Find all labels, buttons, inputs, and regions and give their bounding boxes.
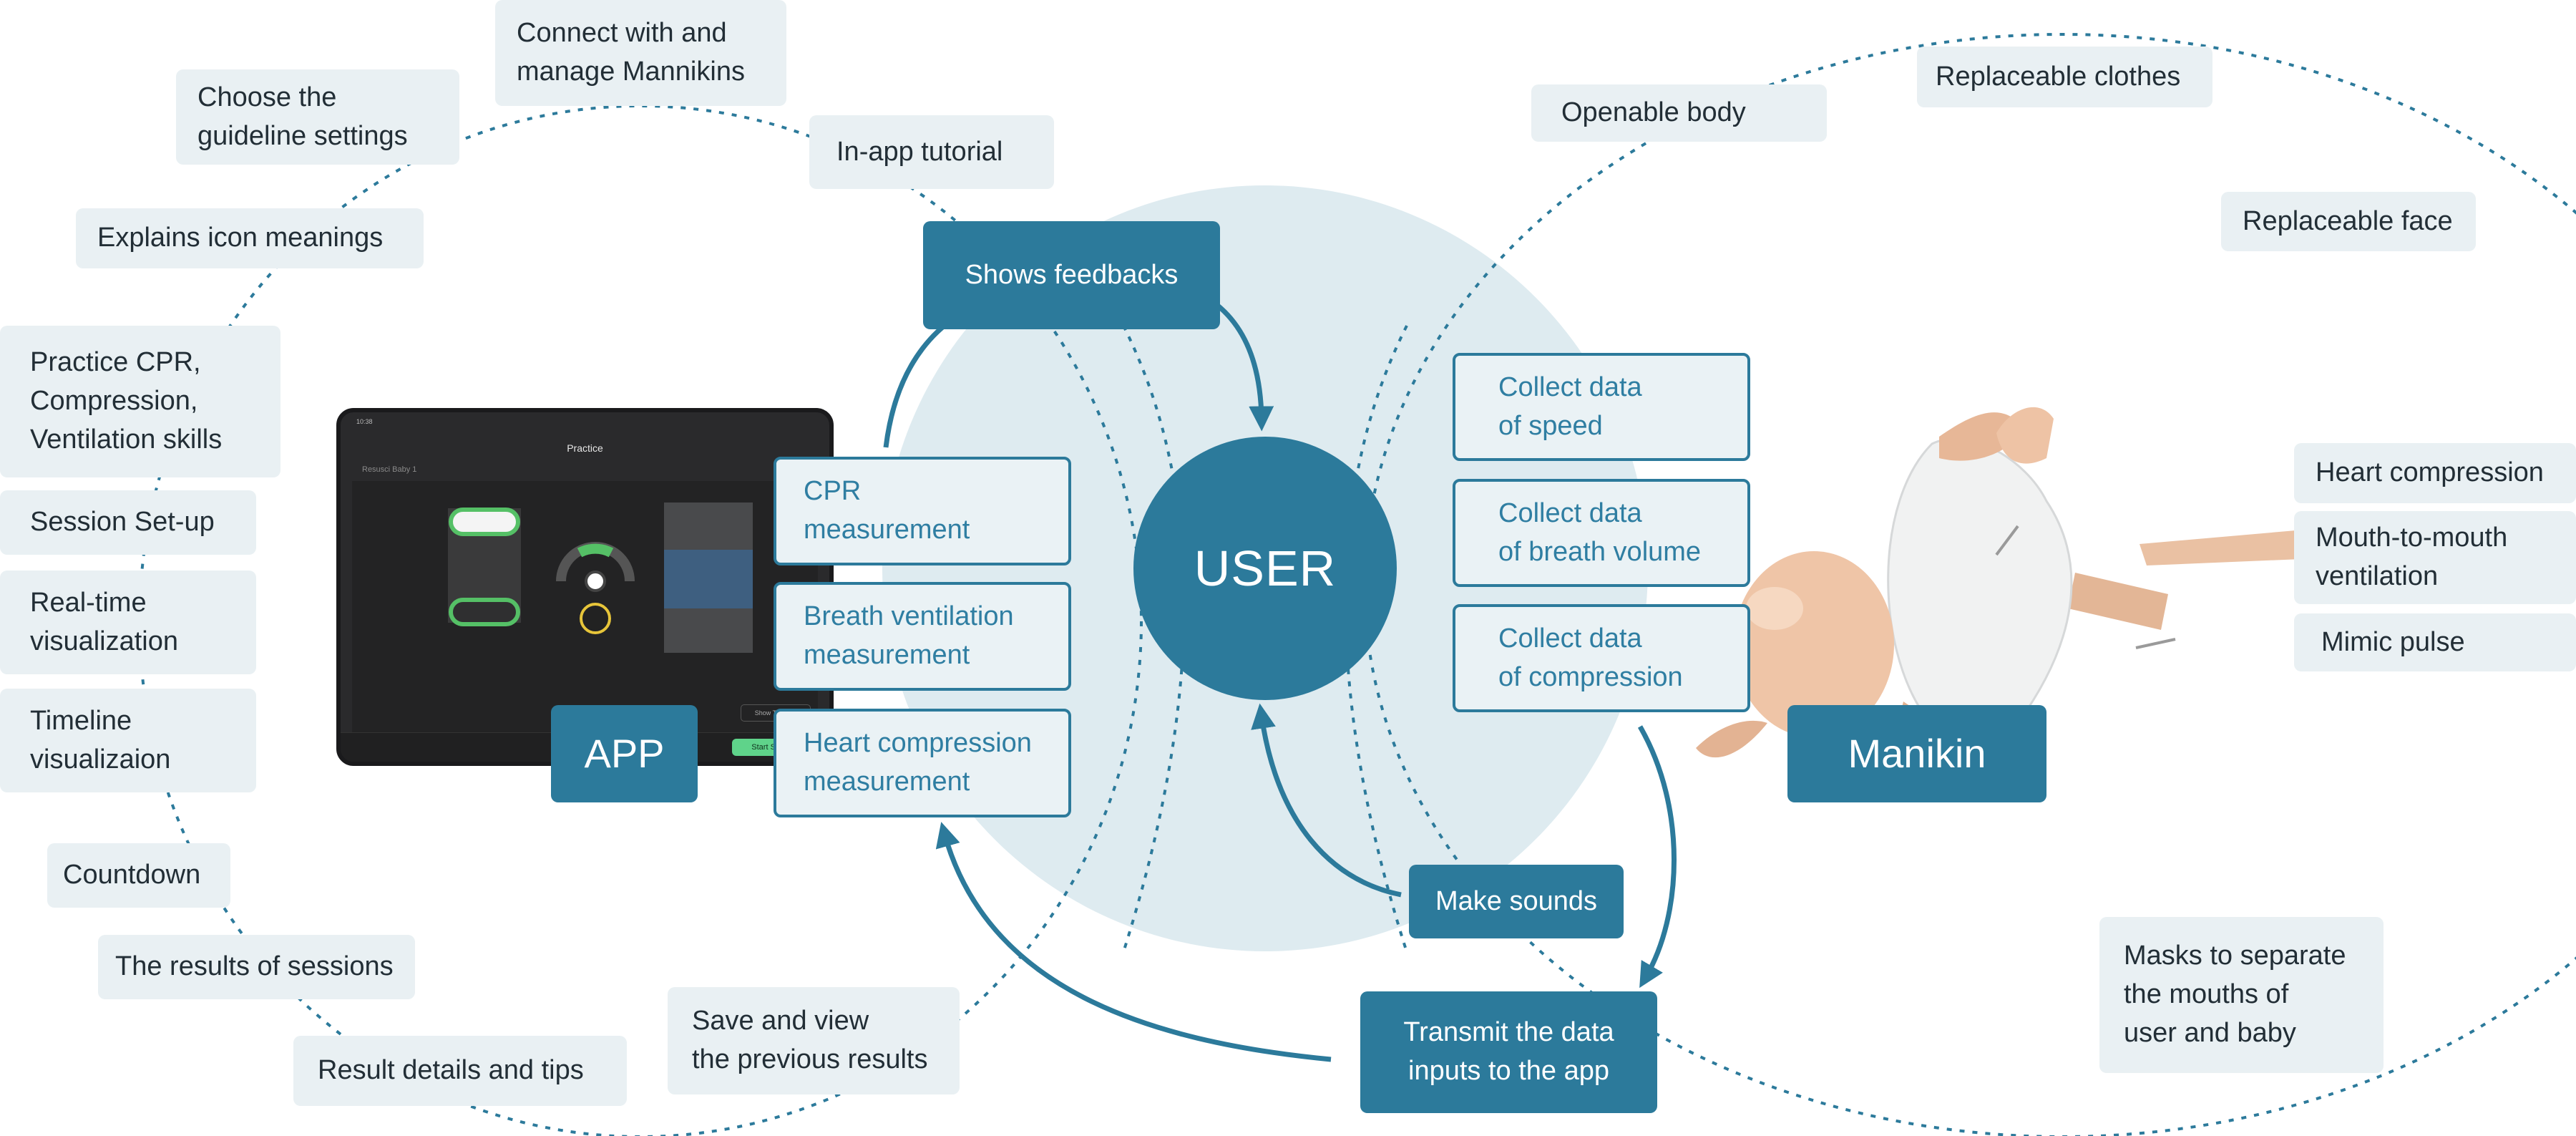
manikin-label: Manikin [1787, 705, 2046, 802]
compression-bottom-gauge [449, 598, 520, 626]
tablet-status-bar: 10:38 [356, 418, 814, 429]
feature-in-app-tutorial: In-app tutorial [809, 115, 1054, 189]
feature-icon-meanings: Explains icon meanings [76, 208, 424, 268]
feature-mouth-ventilation: Mouth-to-mouth ventilation [2294, 511, 2576, 604]
status-time: 10:38 [356, 418, 373, 425]
feature-save-view-results: Save and view the previous results [668, 987, 960, 1094]
practice-visualization [448, 503, 753, 653]
make-sounds-box: Make sounds [1409, 865, 1624, 938]
user-center-node: USER [1133, 437, 1397, 700]
feature-session-setup: Session Set-up [0, 490, 256, 555]
feature-result-details: Result details and tips [293, 1036, 627, 1106]
app-label: APP [551, 705, 698, 802]
arrow-feedback-to-user [1208, 297, 1274, 432]
transmit-data-box: Transmit the data inputs to the app [1360, 991, 1657, 1113]
shows-feedbacks-box: Shows feedbacks [923, 221, 1220, 329]
feature-openable-body: Openable body [1531, 84, 1827, 142]
feature-mimic-pulse: Mimic pulse [2294, 613, 2576, 671]
collect-compression-box: Collect data of compression [1453, 604, 1750, 712]
breath-ventilation-measurement-box: Breath ventilation measurement [774, 582, 1071, 691]
manikin-feature-ring [1363, 33, 2576, 1136]
feature-heart-compression: Heart compression [2294, 443, 2576, 503]
hand-position-indicator [580, 603, 611, 634]
feature-guideline-settings: Choose the guideline settings [176, 69, 459, 165]
feature-replaceable-face: Replaceable face [2221, 192, 2476, 251]
feature-session-results: The results of sessions [98, 935, 415, 999]
feature-timeline-visualization: Timeline visualizaion [0, 689, 256, 792]
ventilation-bar [664, 550, 753, 608]
feature-separation-masks: Masks to separate the mouths of user and… [2099, 917, 2384, 1073]
baby-manikin-illustration [1696, 407, 2329, 758]
arrow-transmit-to-app [935, 822, 1332, 1062]
tablet-app-title: Practice [567, 442, 603, 454]
feature-practice-skills: Practice CPR, Compression, Ventilation s… [0, 326, 280, 477]
heart-compression-measurement-box: Heart compression measurement [774, 709, 1071, 817]
feature-connect-manage: Connect with and manage Mannikins [495, 0, 786, 106]
feature-replaceable-clothes: Replaceable clothes [1917, 47, 2212, 107]
tablet-session-name: Resusci Baby 1 [362, 465, 417, 474]
collect-breath-volume-box: Collect data of breath volume [1453, 479, 1750, 587]
cpr-measurement-box: CPR measurement [774, 457, 1071, 565]
app-feature-ring [138, 105, 1143, 1136]
compression-top-gauge [449, 508, 520, 536]
arrow-manikin-to-transmit [1637, 725, 1677, 989]
tablet-practice-view [352, 481, 818, 733]
arrow-sounds-to-user [1251, 703, 1402, 898]
feature-countdown: Countdown [47, 843, 230, 908]
collect-speed-box: Collect data of speed [1453, 353, 1750, 461]
rate-gauge-dial [585, 571, 606, 592]
feature-realtime-visualization: Real-time visualization [0, 571, 256, 674]
